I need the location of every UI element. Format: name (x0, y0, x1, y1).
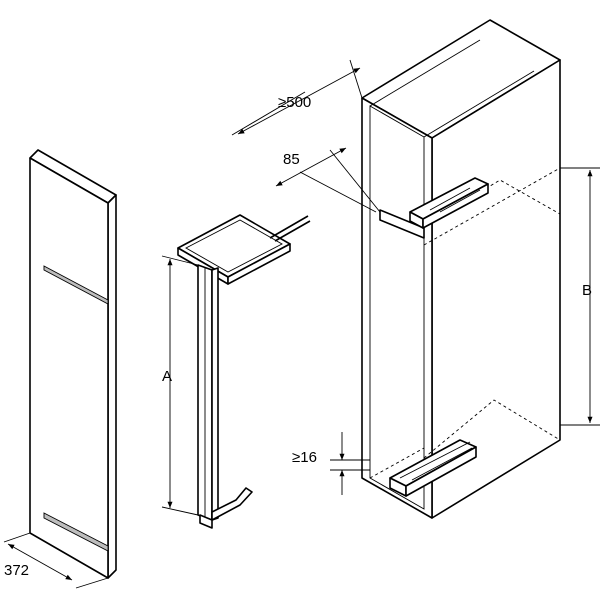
cabinet (361, 19, 561, 519)
dimension-offset-label: 85 (283, 151, 300, 168)
dimension-bottom (330, 432, 370, 495)
pullout-frame (161, 214, 311, 529)
dimension-depth-label: ≥500 (278, 94, 311, 111)
upper-guide-rail (409, 177, 489, 229)
panel-lower-rail (43, 512, 109, 552)
dimension-b (560, 167, 600, 426)
dimension-a: A (162, 368, 172, 385)
front-panel (3, 149, 117, 589)
dimension-offset (275, 147, 381, 213)
panel-upper-rail (43, 265, 109, 305)
lower-guide-rail (389, 439, 477, 497)
dimension-b-label: B (582, 282, 592, 299)
dimension-bottom-label: ≥16 (292, 449, 317, 466)
dimension-depth (231, 59, 363, 136)
dimension-panel-width: 372 (4, 562, 29, 579)
